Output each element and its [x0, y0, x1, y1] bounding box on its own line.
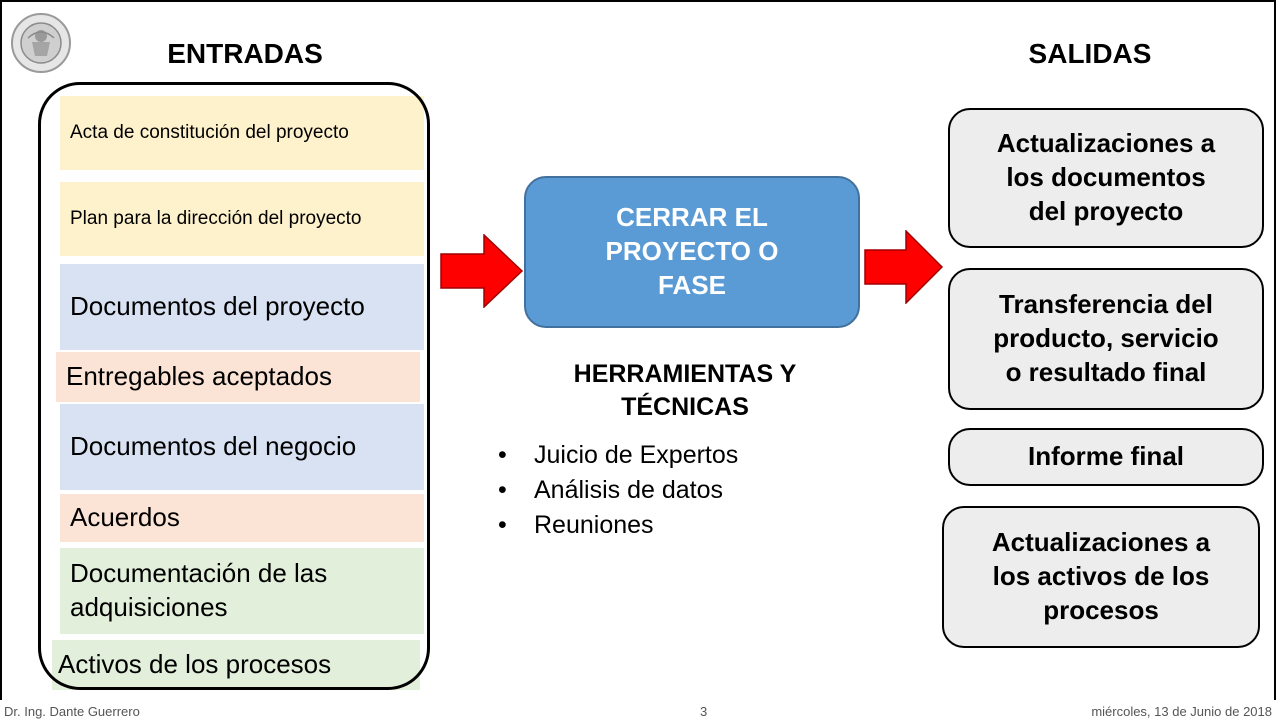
process-close-project: CERRAR EL PROYECTO O FASE [524, 176, 860, 328]
process-line: CERRAR EL [616, 202, 768, 233]
footer-page-number: 3 [700, 704, 708, 719]
output-line: Actualizaciones a [996, 128, 1216, 159]
bullet-icon: • [498, 441, 507, 469]
output-process-assets-updates: Actualizaciones a los activos de los pro… [942, 506, 1260, 648]
output-line: Informe final [1027, 441, 1184, 472]
tool-label: Reuniones [534, 511, 654, 539]
input-project-management-plan: Plan para la dirección del proyecto [60, 182, 424, 256]
university-seal-logo [11, 13, 71, 73]
arrow-right-icon [864, 230, 944, 304]
bullet-icon: • [498, 476, 507, 504]
bullet-icon: • [498, 511, 507, 539]
input-label: Entregables aceptados [66, 361, 332, 392]
footer-date: miércoles, 13 de Junio de 2018 [1091, 704, 1272, 719]
tool-label: Análisis de datos [534, 476, 724, 504]
input-label: Acuerdos [70, 502, 180, 533]
process-line: PROYECTO O [605, 236, 779, 267]
input-procurement-documentation: Documentación de las adquisiciones [60, 548, 424, 634]
input-label: Plan para la dirección del proyecto [70, 207, 362, 229]
tool-label: Juicio de Expertos [534, 441, 739, 469]
output-document-updates: Actualizaciones a los documentos del pro… [948, 108, 1264, 248]
tools-list: • Juicio de Expertos • Análisis de datos •… [498, 438, 738, 543]
output-line: los activos de los [992, 561, 1210, 592]
input-agreements: Acuerdos [60, 494, 424, 542]
input-business-documents: Documentos del negocio [60, 404, 424, 490]
input-label: Documentos del negocio [70, 431, 357, 462]
tools-list-item: • Juicio de Expertos [498, 438, 738, 473]
footer-author: Dr. Ing. Dante Guerrero [4, 704, 140, 719]
tools-heading-line: HERRAMIENTAS Y [573, 360, 797, 388]
tools-list-item: • Reuniones [498, 508, 738, 543]
tools-heading-line: TÉCNICAS [621, 392, 749, 421]
input-label: Activos de los procesos [58, 649, 332, 680]
arrow-right-icon [440, 234, 524, 308]
output-line: procesos [1043, 594, 1159, 625]
process-line: FASE [658, 269, 726, 300]
slide-frame [0, 0, 1276, 700]
input-project-documents: Documentos del proyecto [60, 264, 424, 350]
inputs-heading: ENTRADAS [167, 38, 323, 69]
tools-heading: HERRAMIENTAS Y TÉCNICAS [500, 358, 870, 423]
output-final-report: Informe final [948, 428, 1264, 486]
input-project-charter: Acta de constitución del proyecto [60, 96, 424, 170]
tools-list-item: • Análisis de datos [498, 473, 738, 508]
input-accepted-deliverables: Entregables aceptados [56, 352, 420, 402]
output-line: Actualizaciones a [991, 527, 1211, 558]
input-label: Acta de constitución del proyecto [70, 121, 349, 143]
output-line: del proyecto [1028, 195, 1184, 226]
output-line: Transferencia del [999, 289, 1213, 320]
input-label: Documentación de las adquisiciones [70, 558, 328, 622]
output-line: producto, servicio [993, 323, 1219, 354]
input-process-assets: Activos de los procesos [52, 640, 420, 690]
output-line: o resultado final [1005, 356, 1207, 387]
output-product-transfer: Transferencia del producto, servicio o r… [948, 268, 1264, 410]
outputs-heading: SALIDAS [1028, 38, 1152, 69]
input-label: Documentos del proyecto [70, 291, 365, 322]
output-line: los documentos [1006, 162, 1206, 193]
